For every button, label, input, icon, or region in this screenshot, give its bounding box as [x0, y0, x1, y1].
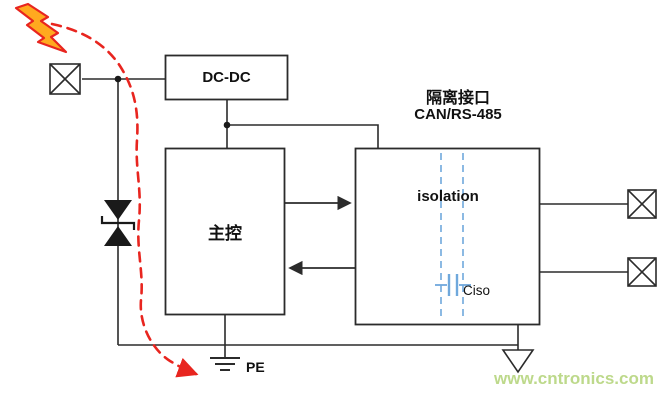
- dcdc-block: [164, 54, 289, 101]
- isolation-block-label: isolation: [417, 188, 479, 205]
- pe-ground-label: PE: [246, 359, 265, 375]
- right-connector-top-icon: [627, 189, 657, 219]
- earth-ground-icon: [210, 357, 240, 371]
- capacitor-icon: [435, 274, 471, 296]
- dcdc-block-label: DC-DC: [202, 69, 251, 86]
- junction-dots: [114, 75, 231, 129]
- interface-subtitle: CAN/RS-485: [414, 106, 502, 123]
- isolation-block: [354, 147, 541, 326]
- left-connector-icon: [49, 63, 81, 95]
- lightning-icon: [14, 2, 68, 54]
- chassis-ground-icon: [501, 349, 535, 374]
- isolation-barrier-lines: [440, 153, 464, 320]
- tvs-diode-icon: [100, 200, 136, 246]
- interface-title: 隔离接口: [425, 90, 490, 107]
- main-controller-label: 主控: [208, 224, 242, 243]
- watermark: www.cntronics.com: [494, 369, 654, 388]
- right-connector-bottom-icon: [627, 257, 657, 287]
- surge-path: [50, 22, 199, 378]
- ciso-capacitor-label: Ciso: [463, 283, 491, 298]
- main-controller-block: [164, 147, 286, 316]
